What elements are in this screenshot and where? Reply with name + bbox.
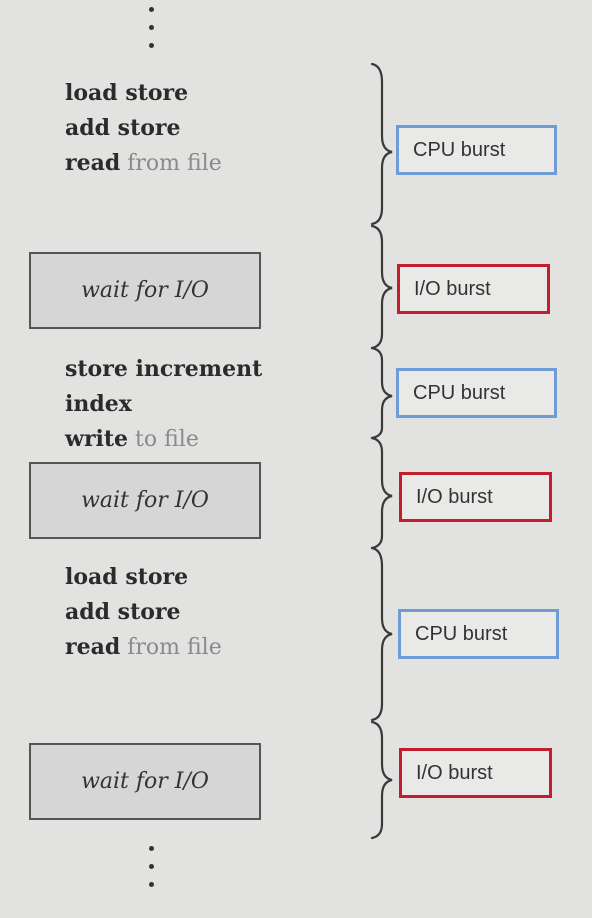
code-line: add store xyxy=(65,599,181,625)
brace-io-3 xyxy=(370,720,393,840)
code-line: store increment xyxy=(65,356,263,382)
ellipsis-bottom xyxy=(149,846,155,900)
code-line: load store xyxy=(65,80,189,106)
code-line: load store xyxy=(65,564,189,590)
code-line: read from file xyxy=(65,150,222,176)
code-line: index xyxy=(65,391,132,417)
code-line: write to file xyxy=(65,426,199,452)
ellipsis-top xyxy=(149,7,155,61)
io-burst-box-3: I/O burst xyxy=(399,748,552,798)
brace-io-1 xyxy=(370,224,393,350)
dot xyxy=(149,846,154,851)
brace-cpu-3 xyxy=(370,546,393,722)
brace-io-2 xyxy=(370,436,393,550)
dot xyxy=(149,882,154,887)
code-line: read from file xyxy=(65,634,222,660)
code-block-3: load store add store read from file xyxy=(65,560,222,665)
cpu-burst-box-3: CPU burst xyxy=(398,609,559,659)
wait-for-io-box-3: wait for I/O xyxy=(29,743,261,820)
brace-cpu-1 xyxy=(370,62,393,226)
wait-for-io-box-1: wait for I/O xyxy=(29,252,261,329)
dot xyxy=(149,25,154,30)
dot xyxy=(149,43,154,48)
wait-for-io-box-2: wait for I/O xyxy=(29,462,261,539)
code-block-1: load store add store read from file xyxy=(65,76,222,181)
code-block-2: store increment index write to file xyxy=(65,352,262,457)
dot xyxy=(149,7,154,12)
brace-cpu-2 xyxy=(370,346,393,440)
code-line: add store xyxy=(65,115,181,141)
cpu-burst-box-2: CPU burst xyxy=(396,368,557,418)
io-burst-box-1: I/O burst xyxy=(397,264,550,314)
io-burst-box-2: I/O burst xyxy=(399,472,552,522)
cpu-burst-box-1: CPU burst xyxy=(396,125,557,175)
dot xyxy=(149,864,154,869)
